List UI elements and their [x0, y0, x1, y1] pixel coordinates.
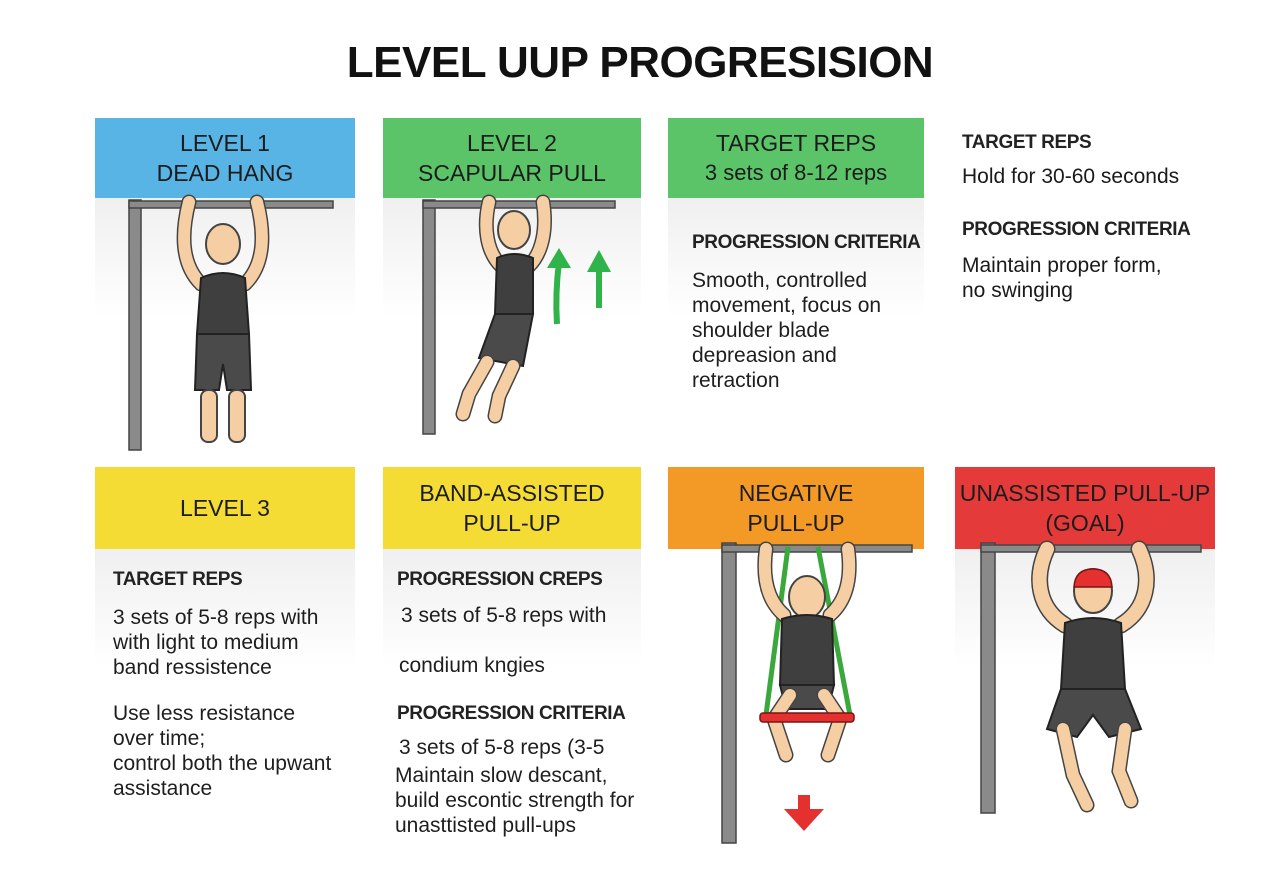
dead-hang-figure	[128, 194, 334, 451]
panel-level-1: LEVEL 1 DEAD HANG	[95, 118, 355, 453]
band-assisted-figure	[721, 541, 913, 844]
header-line-2: 3 sets of 8-12 reps	[704, 160, 888, 185]
header-line-1: LEVEL 2	[467, 130, 557, 156]
pull-up-figure	[980, 540, 1202, 814]
panel-negative-pull-up: NEGATIVE PULL-UP	[668, 467, 924, 845]
progression-note: Use less resistance over time; control b…	[113, 702, 332, 800]
panel-header: LEVEL 2 SCAPULAR PULL	[383, 118, 641, 198]
header-line-1: UNASSISTED PULL-UP	[959, 480, 1211, 506]
header-line-2: SCAPULAR PULL	[418, 160, 606, 186]
scapular-pull-figure	[422, 194, 616, 435]
panel-unassisted-pull-up: UNASSISTED PULL-UP (GOAL)	[955, 467, 1215, 814]
criteria-label: PROGRESSION CRITERIA	[692, 232, 921, 253]
header-line-2: DEAD HANG	[156, 160, 294, 186]
panel-level-2: LEVEL 2 SCAPULAR PULL	[383, 118, 641, 438]
header-line-2: PULL-UP	[747, 510, 845, 536]
criteria-text: Maintain proper form, no swinging	[962, 254, 1162, 302]
target-text: Hold for 30-60 seconds	[962, 165, 1180, 188]
panel-hang-criteria: TARGET REPS Hold for 30-60 seconds PROGR…	[962, 132, 1262, 303]
panel-target-reps: TARGET REPS 3 sets of 8-12 reps PROGRESS…	[668, 118, 924, 408]
panel-header: UNASSISTED PULL-UP (GOAL)	[955, 467, 1215, 549]
criteria-label: PROGRESSION CRITERIA	[962, 219, 1191, 240]
header-line-2: PULL-UP	[463, 510, 561, 536]
header-line-1: LEVEL 1	[180, 130, 270, 156]
panel-header: LEVEL 3	[95, 467, 355, 549]
criteria-text: 3 sets of 5-8 reps (3-5	[399, 736, 605, 759]
header-line-2: (GOAL)	[1045, 510, 1125, 536]
target-label: TARGET REPS	[113, 569, 243, 590]
header-line-1: LEVEL 3	[180, 495, 270, 521]
panel-header: BAND-ASSISTED PULL-UP	[383, 467, 641, 549]
up-arrow-icon	[547, 248, 571, 325]
criteria-note: Maintain slow descant, build escontic st…	[395, 764, 635, 837]
panel-header: TARGET REPS 3 sets of 8-12 reps	[668, 118, 924, 198]
panel-band-assisted: BAND-ASSISTED PULL-UP PROGRESSION CREPS …	[383, 467, 641, 847]
header-line-1: NEGATIVE	[738, 480, 854, 506]
page-title: LEVEL UUP PROGRESISION	[346, 38, 934, 87]
up-arrow-icon	[587, 250, 611, 308]
panel-header: NEGATIVE PULL-UP	[668, 467, 924, 549]
down-arrow-icon	[784, 795, 824, 831]
target-text: 3 sets of 5-8 reps with with light to me…	[113, 606, 319, 679]
criteria-text: Smooth, controlled movement, focus on sh…	[692, 269, 882, 392]
panel-level-3: LEVEL 3 TARGET REPS 3 sets of 5-8 reps w…	[95, 467, 355, 812]
criteria-label: PROGRESSION CRITERIA	[397, 703, 626, 724]
target-label: TARGET REPS	[962, 132, 1092, 153]
header-line-1: TARGET REPS	[715, 130, 877, 156]
progression-text: 3 sets of 5-8 reps with	[401, 604, 607, 627]
progression-text-2: condium kngies	[399, 654, 545, 677]
header-line-1: BAND-ASSISTED	[419, 480, 605, 506]
panel-header: LEVEL 1 DEAD HANG	[95, 118, 355, 198]
progression-label: PROGRESSION CREPS	[397, 569, 603, 590]
